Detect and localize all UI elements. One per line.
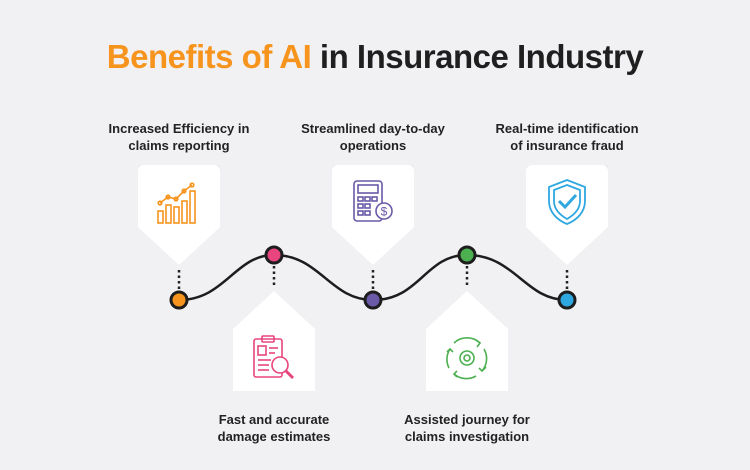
label-line: Fast and accurate bbox=[218, 412, 330, 427]
label-line: Assisted journey for bbox=[404, 412, 530, 427]
clipboard-search-icon bbox=[253, 335, 295, 380]
title-highlight: Benefits of AI bbox=[106, 38, 312, 75]
node-purple bbox=[363, 290, 383, 310]
label-line: Real-time identification bbox=[495, 121, 639, 136]
label-line: claims reporting bbox=[128, 138, 230, 153]
label-investigation: Assisted journey for claims investigation bbox=[377, 411, 557, 445]
title-rest: in Insurance Industry bbox=[311, 38, 644, 75]
calculator-dollar-icon: $ bbox=[353, 180, 393, 222]
label-line: operations bbox=[339, 138, 407, 153]
bar-chart-growth-icon bbox=[157, 182, 196, 224]
svg-text:$: $ bbox=[381, 205, 388, 219]
label-line: of insurance fraud bbox=[510, 138, 624, 153]
label-damage: Fast and accurate damage estimates bbox=[184, 411, 364, 445]
label-efficiency: Increased Efficiency in claims reporting bbox=[89, 120, 269, 154]
node-blue bbox=[557, 290, 577, 310]
label-line: damage estimates bbox=[217, 429, 331, 444]
label-line: claims investigation bbox=[404, 429, 530, 444]
page-title: Benefits of AI in Insurance Industry bbox=[0, 38, 750, 76]
label-fraud: Real-time identification of insurance fra… bbox=[477, 120, 657, 154]
node-pink bbox=[264, 245, 284, 265]
node-orange bbox=[169, 290, 189, 310]
shield-check-icon bbox=[548, 179, 586, 225]
label-operations: Streamlined day-to-day operations bbox=[283, 120, 463, 154]
node-green bbox=[457, 245, 477, 265]
label-line: Streamlined day-to-day bbox=[301, 121, 445, 136]
gear-cycle-icon bbox=[446, 337, 488, 380]
label-line: Increased Efficiency in bbox=[108, 121, 250, 136]
